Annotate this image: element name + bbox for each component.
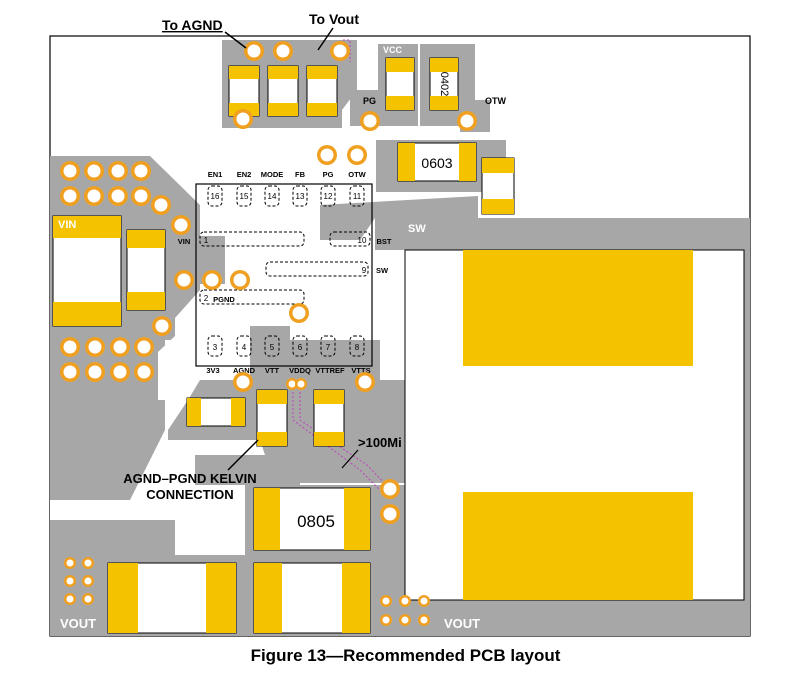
- label-0402: 0402: [438, 72, 450, 96]
- components: 0402 0603: [52, 57, 745, 634]
- cap-vcc: [385, 57, 415, 111]
- pin-label-otw: OTW: [348, 170, 366, 179]
- pin-7-number: 7: [326, 343, 331, 352]
- pcb-layout-diagram: 16 15 14 13 12 11 3 4 5 6 7 8 1 2 10 9 E…: [49, 11, 751, 637]
- pin-6-number: 6: [298, 343, 303, 352]
- label-vin: VIN: [58, 219, 76, 231]
- pin-8-number: 8: [355, 343, 360, 352]
- pin-16-number: 16: [211, 192, 220, 201]
- pin-label-vddq: VDDQ: [289, 366, 311, 375]
- arrow-clearance: [341, 449, 359, 469]
- cap-vttref: [313, 389, 345, 447]
- arrow-to-vout: [317, 27, 334, 51]
- pin-11-number: 11: [353, 192, 362, 201]
- pin-label-pgnd: PGND: [213, 295, 235, 304]
- label-vout-left: VOUT: [60, 616, 96, 631]
- cap-0402: 0402: [429, 57, 459, 111]
- pin-15-number: 15: [240, 192, 249, 201]
- annotation-to-vout: To Vout: [309, 11, 359, 27]
- pin-label-agnd: AGND: [233, 366, 256, 375]
- pin-label-bst: BST: [377, 237, 392, 246]
- pin-label-en2: EN2: [237, 170, 252, 179]
- label-0805: 0805: [297, 512, 335, 531]
- cap-top-1: [228, 65, 260, 117]
- cap-vtt: [256, 389, 288, 447]
- pin-13-number: 13: [296, 192, 305, 201]
- pin-label-vttref: VTTREF: [315, 366, 345, 375]
- arrow-kelvin: [227, 439, 259, 471]
- label-pg: PG: [363, 96, 376, 106]
- ic-pin-numbers: 16 15 14 13 12 11 3 4 5 6 7 8 1 2 10 9: [204, 192, 367, 352]
- pin-3-number: 3: [213, 343, 218, 352]
- pin-5-number: 5: [270, 343, 275, 352]
- ic-pads: [199, 185, 371, 357]
- arrow-to-agnd: [224, 31, 247, 49]
- pin-2-number: 2: [204, 294, 209, 303]
- pin-label-3v3: 3V3: [206, 366, 219, 375]
- ic-outline: [195, 183, 373, 367]
- ic-pin-labels: EN1 EN2 MODE FB PG OTW 3V3 AGND VTT VDDQ…: [178, 170, 392, 375]
- pin-14-number: 14: [268, 192, 277, 201]
- pin-label-mode: MODE: [261, 170, 284, 179]
- pin-label-pg: PG: [323, 170, 334, 179]
- label-otw: OTW: [485, 96, 506, 106]
- pin-label-vtts: VTTS: [351, 366, 370, 375]
- cap-vout-2: [253, 562, 371, 634]
- annotation-to-agnd: To AGND: [162, 17, 223, 33]
- label-vout-right: VOUT: [444, 616, 480, 631]
- cap-vin-large: [52, 215, 122, 327]
- label-0603: 0603: [421, 155, 452, 171]
- cap-top-3: [306, 65, 338, 117]
- cap-3v3: [186, 397, 246, 427]
- cap-0603: 0603: [397, 142, 477, 182]
- pin-label-vin: VIN: [178, 237, 191, 246]
- pin-9-number: 9: [362, 266, 367, 275]
- inductor: [404, 249, 745, 601]
- cap-vout-1: [107, 562, 237, 634]
- annotation-kelvin-line1: AGND–PGND KELVIN: [123, 471, 256, 486]
- pin-label-vtt: VTT: [265, 366, 280, 375]
- figure-caption: Figure 13—Recommended PCB layout: [250, 646, 561, 665]
- pin-12-number: 12: [324, 192, 333, 201]
- label-sw: SW: [408, 223, 426, 235]
- cap-vin-small: [126, 229, 166, 311]
- pin-label-en1: EN1: [208, 170, 223, 179]
- pin-10-number: 10: [358, 236, 367, 245]
- cap-0805: 0805: [253, 487, 371, 551]
- pin-label-sw: SW: [376, 266, 389, 275]
- annotation-kelvin-line2: CONNECTION: [146, 487, 233, 502]
- label-vcc: VCC: [383, 45, 403, 55]
- net-labels: VIN SW PGND VOUT VOUT VCC PG OTW: [58, 45, 506, 631]
- pin-4-number: 4: [242, 343, 247, 352]
- pin-label-fb: FB: [295, 170, 306, 179]
- label-pgnd: PGND: [60, 507, 89, 518]
- cap-top-2: [267, 65, 299, 117]
- annotation-clearance: >100Mi: [358, 435, 402, 450]
- annotations: To AGND To Vout AGND–PGND KELVIN CONNECT…: [123, 11, 401, 502]
- pin-1-number: 1: [204, 236, 209, 245]
- cap-bst: [481, 157, 515, 215]
